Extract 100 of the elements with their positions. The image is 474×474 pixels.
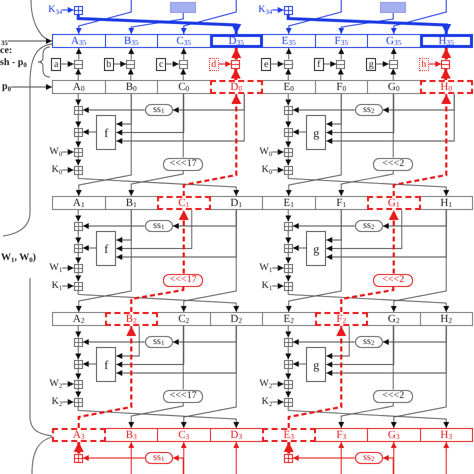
arrow [180,326,237,428]
arrow [285,326,292,338]
arrow [75,114,82,128]
thick-arrow [440,68,451,80]
adder-symbol [284,282,293,290]
connector-line [182,94,184,158]
arrow [338,68,344,80]
adder-symbol [74,398,83,406]
register-cell: H$_{2}$ [420,312,473,326]
arrow [75,346,82,360]
adder-symbol [74,454,83,462]
adder-symbol [74,6,83,14]
function-box: g [306,115,326,150]
arrow [62,7,74,13]
subtractor-symbol [231,60,240,68]
arrow [286,48,292,60]
arrow [390,442,397,474]
arrow [326,326,394,368]
register-cell: B$_{3}$ [104,428,158,442]
arrow [272,167,284,173]
adder-symbol [284,454,293,462]
thick-arrow [230,68,241,80]
dashed-connector-line [340,286,394,312]
register-cell: A$_{1}$ [52,196,106,210]
register-cell: F$_{3}$ [314,428,368,442]
arrow [285,346,292,360]
arrow [326,210,402,252]
register-cell: C$_{3}$ [157,428,210,442]
register-cell: H$_{1}$ [420,196,473,210]
arrow [292,107,356,113]
arrow [285,252,292,264]
register-cell: C$_{0}$ [157,80,210,94]
arrow [75,94,82,106]
adder-symbol [74,222,83,230]
input-label: K$_{0}$ [52,164,62,176]
dashed-arrow [78,326,136,428]
arrow [180,442,187,474]
adder-symbol [74,282,83,290]
adder-symbol [74,128,83,136]
thick-arrow [231,48,242,60]
arrow [75,368,82,380]
adder-symbol [284,244,293,252]
register-cell: B$_{35}$ [104,34,158,48]
register-cell: H$_{0}$ [420,80,473,94]
register-cell: E$_{1}$ [262,196,316,210]
arrow [75,156,82,166]
register-cell: B$_{2}$ [104,312,158,326]
arrow [128,170,184,196]
adder-symbol [284,338,293,346]
input-label: W$_{0}$ [49,146,62,158]
arrow [285,272,292,282]
thick-arrow [286,14,452,34]
arrow [180,0,237,34]
annotation-text: sh - p$_{0}$ [0,57,27,69]
thick-arrow [74,442,84,454]
arrow [10,84,52,90]
arrow [326,326,350,359]
variable-box: f [314,58,324,71]
register-cell: B$_{1}$ [104,196,158,210]
input-label: K$_{34}$ [258,4,272,16]
arrow [76,48,82,60]
arrow [82,245,97,251]
register-cell: E$_{0}$ [262,80,316,94]
register-cell: F$_{2}$ [314,312,368,326]
arrow [286,94,342,196]
register-cell: G$_{35}$ [367,34,420,48]
arrow [326,94,394,136]
input-label: K$_{1}$ [262,280,272,292]
register-cell: D$_{35}$ [210,34,263,48]
arrow [82,361,97,367]
arrow [78,290,240,312]
subtractor-symbol [388,60,398,68]
annotation-text: W$_{1}$, W$_{0}$) [1,252,36,264]
arrow [82,455,146,461]
dashed-arrow [392,94,452,196]
arrow [116,210,192,252]
arrow [82,223,146,229]
input-label: K$_{0}$ [262,164,272,176]
register-cell: H$_{35}$ [420,34,473,48]
adder-symbol [284,398,293,406]
arrow [62,399,74,405]
register-cell: A$_{2}$ [52,312,106,326]
arrow [128,12,184,34]
arrow [272,265,284,271]
adder-symbol [284,128,293,136]
arrow [180,68,186,80]
adder-symbol [74,148,83,156]
register-cell: C$_{1}$ [157,196,210,210]
arrow [285,94,292,106]
arrow [285,368,292,380]
arrow [116,94,184,136]
arrow [270,61,284,67]
arrow [75,252,82,264]
arrow [286,210,342,312]
arrow [390,0,447,34]
arrow [116,94,245,144]
register-cell: G$_{0}$ [367,80,420,94]
subtractor-symbol [178,60,188,68]
adder-symbol [74,244,83,252]
adder-symbol [284,166,293,174]
